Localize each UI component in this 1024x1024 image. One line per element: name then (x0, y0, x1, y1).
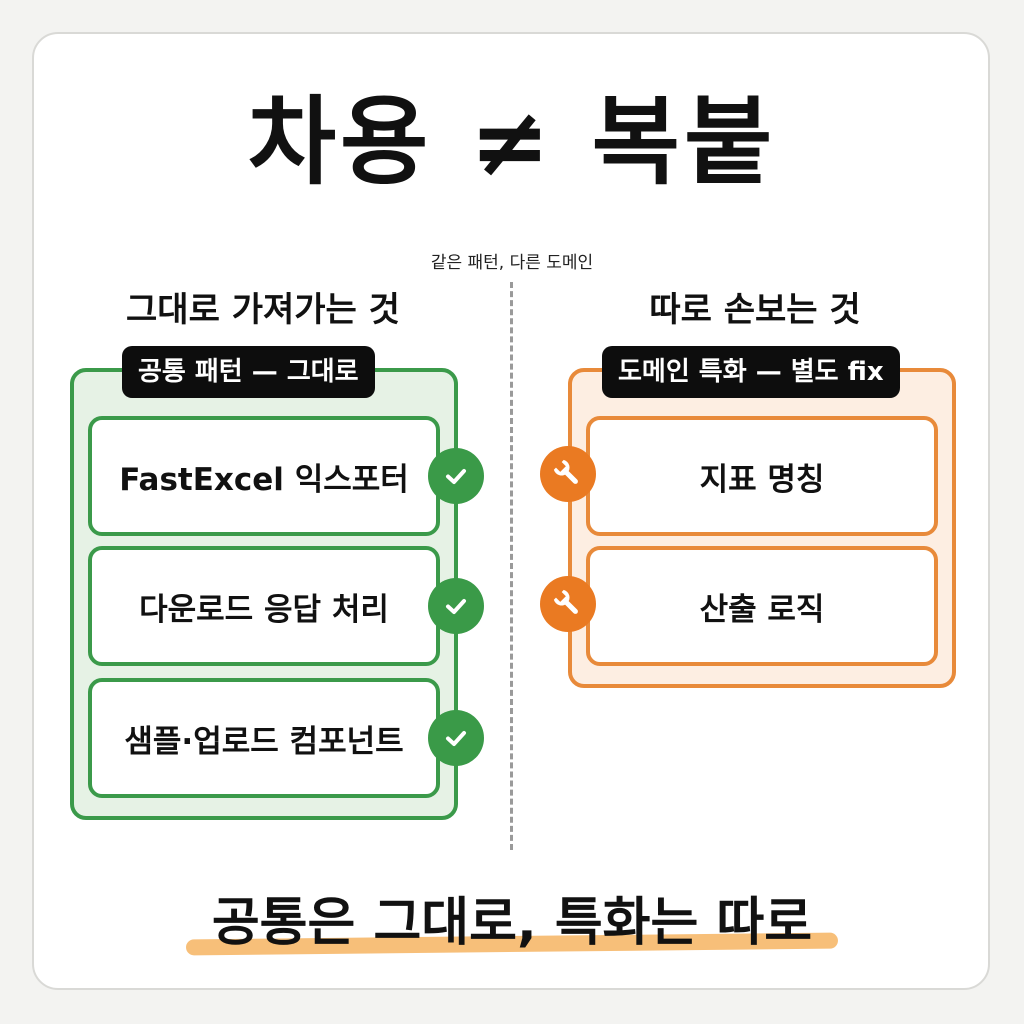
domain-specific-tag: 도메인 특화 — 별도 fix (602, 346, 900, 398)
reuse-item: 샘플·업로드 컴포넌트 (88, 678, 440, 798)
right-column-heading: 따로 손보는 것 (649, 290, 861, 330)
main-title: 차용 ≠ 복붙 (247, 86, 777, 198)
dashed-divider (510, 282, 513, 850)
subtitle: 같은 패턴, 다른 도메인 (430, 253, 594, 273)
wrench-icon (540, 446, 596, 502)
wrench-icon (540, 576, 596, 632)
check-icon (428, 710, 484, 766)
left-column-heading: 그대로 가져가는 것 (126, 290, 400, 330)
reuse-item: FastExcel 익스포터 (88, 416, 440, 536)
reuse-item: 다운로드 응답 처리 (88, 546, 440, 666)
common-pattern-tag: 공통 패턴 — 그대로 (122, 346, 375, 398)
summary-text: 공통은 그대로, 특화는 따로 (211, 893, 813, 953)
fix-item: 지표 명칭 (586, 416, 938, 536)
check-icon (428, 448, 484, 504)
check-icon (428, 578, 484, 634)
fix-item: 산출 로직 (586, 546, 938, 666)
